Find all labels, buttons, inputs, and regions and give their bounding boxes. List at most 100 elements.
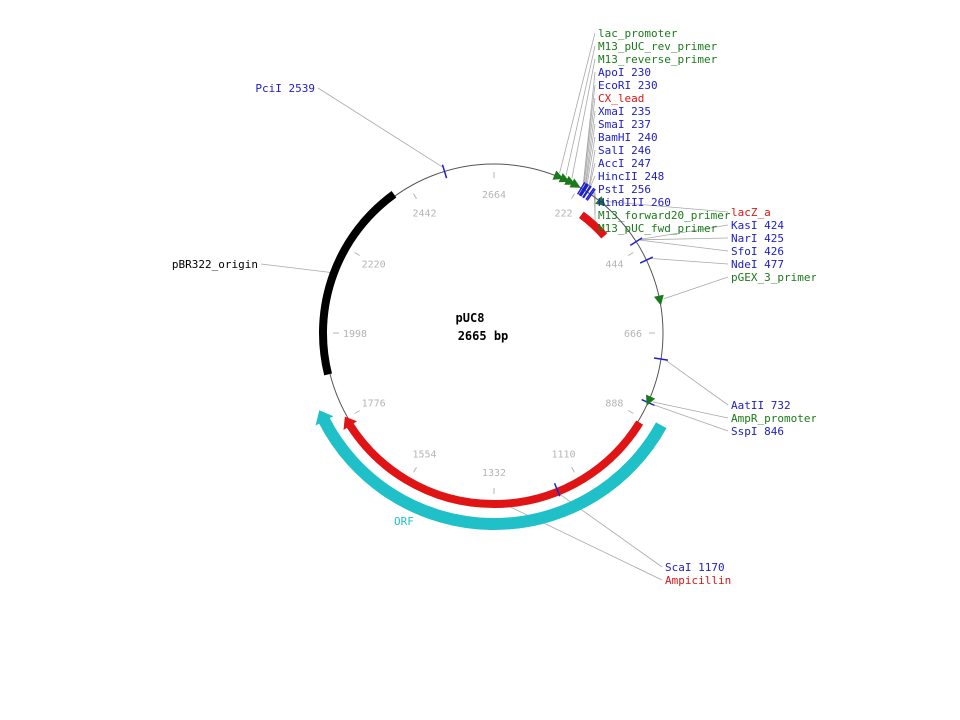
- primer-marker: [595, 196, 607, 207]
- plasmid-size: 2665 bp: [458, 329, 509, 343]
- feature-label: ScaI 1170: [665, 561, 725, 574]
- tick-label: 1554: [412, 449, 436, 460]
- feature-label: SalI 246: [598, 144, 651, 157]
- leader-line: [588, 149, 596, 189]
- tick-label: 2220: [362, 260, 386, 271]
- tick-labels: 2664222444666888111013321554177619982220…: [333, 172, 655, 494]
- leader-line: [565, 45, 596, 176]
- site-marker: [553, 482, 561, 497]
- site-marker: [585, 187, 595, 201]
- tick-label: 222: [554, 209, 572, 220]
- plasmid-name: pUC8: [456, 311, 485, 325]
- leader-line: [582, 84, 596, 185]
- feature-label: NdeI 477: [731, 258, 784, 271]
- feature-label: SspI 846: [731, 425, 784, 438]
- leader-line: [571, 58, 596, 179]
- site-marker: [576, 181, 586, 195]
- tick-label: 1776: [362, 399, 386, 410]
- plasmid-map: 2664222444666888111013321554177619982220…: [172, 27, 816, 587]
- leader-line: [583, 97, 596, 186]
- site-marker: [629, 237, 643, 247]
- feature-label: M13_reverse_primer: [598, 53, 718, 66]
- feature-arrow-ampicillin: [343, 416, 357, 430]
- feature-arc-pbr322: [319, 191, 397, 376]
- leader-line: [650, 257, 729, 265]
- tick-mark: [571, 193, 575, 200]
- feature-label: lacZ_a: [731, 206, 771, 219]
- tick-label: 2442: [412, 209, 436, 220]
- feature-label: AatII 732: [731, 399, 791, 412]
- feature-arrow-orf: [315, 410, 334, 426]
- site-markers: [441, 164, 669, 497]
- orf-label: ORF: [394, 515, 414, 528]
- feature-label: NarI 425: [731, 232, 784, 245]
- feature-label: AmpR_promoter: [731, 412, 816, 425]
- feature-arc-lacz: [578, 211, 608, 239]
- tick-mark: [413, 193, 417, 200]
- feature-label: HincII 248: [598, 170, 664, 183]
- site-marker: [582, 185, 592, 199]
- tick-mark: [627, 410, 634, 414]
- feature-label: ApoI 230: [598, 66, 651, 79]
- leader-line: [317, 87, 444, 168]
- feature-label: Ampicillin: [665, 574, 731, 587]
- leader-line: [639, 224, 729, 240]
- leader-line: [586, 136, 596, 188]
- feature-label: lac_promoter: [598, 27, 678, 40]
- feature-arc-orf: [318, 416, 667, 530]
- leader-line: [639, 239, 729, 252]
- tick-label: 666: [624, 329, 642, 340]
- feature-label: KasI 424: [731, 219, 784, 232]
- tick-label: 1332: [482, 468, 506, 479]
- tick-label: 1998: [343, 329, 367, 340]
- tick-mark: [354, 410, 361, 414]
- tick-label: 888: [605, 399, 623, 410]
- feature-arcs: [315, 191, 667, 530]
- tick-mark: [354, 252, 361, 256]
- tick-mark: [627, 252, 634, 256]
- leader-line: [663, 276, 729, 300]
- site-marker: [586, 188, 596, 201]
- leader-line: [651, 403, 729, 432]
- leader-line: [606, 201, 729, 213]
- primer-marker: [646, 394, 656, 406]
- feature-label: M13_pUC_rev_primer: [598, 40, 718, 53]
- site-marker: [653, 357, 669, 361]
- feature-label: pBR322_origin: [172, 258, 258, 271]
- leader-line: [585, 123, 596, 187]
- site-marker: [441, 164, 448, 179]
- feature-label: M13_pUC_fwd_primer: [598, 222, 718, 235]
- feature-label: SmaI 237: [598, 118, 651, 131]
- site-marker: [639, 256, 654, 264]
- feature-arc-ampicillin: [346, 420, 644, 508]
- feature-label: PstI 256: [598, 183, 651, 196]
- feature-label: PciI 2539: [255, 82, 315, 95]
- feature-label: M13_forward20_primer: [598, 209, 731, 222]
- leader-line: [652, 401, 729, 419]
- tick-label: 1110: [551, 449, 575, 460]
- feature-label: HindIII 260: [598, 196, 671, 209]
- feature-label: BamHI 240: [598, 131, 658, 144]
- leader-line: [559, 32, 596, 174]
- site-marker: [578, 182, 588, 196]
- site-marker: [580, 184, 589, 197]
- leader-line: [588, 162, 596, 189]
- tick-label: 2664: [482, 190, 506, 201]
- feature-label: XmaI 235: [598, 105, 651, 118]
- feature-label: AccI 247: [598, 157, 651, 170]
- feature-labels: lac_promoterM13_pUC_rev_primerM13_revers…: [172, 27, 816, 587]
- primer-marker: [569, 178, 581, 188]
- feature-label: pGEX_3_primer: [731, 271, 816, 284]
- tick-mark: [571, 466, 575, 473]
- tick-mark: [413, 466, 417, 473]
- primer-markers: [552, 170, 664, 406]
- leader-line: [584, 110, 596, 186]
- site-marker: [579, 183, 588, 197]
- leader-line: [664, 359, 729, 406]
- feature-label: SfoI 426: [731, 245, 784, 258]
- feature-label: EcoRI 230: [598, 79, 658, 92]
- leader-line: [639, 237, 729, 241]
- primer-marker: [653, 294, 664, 306]
- feature-label: CX_lead: [598, 92, 644, 105]
